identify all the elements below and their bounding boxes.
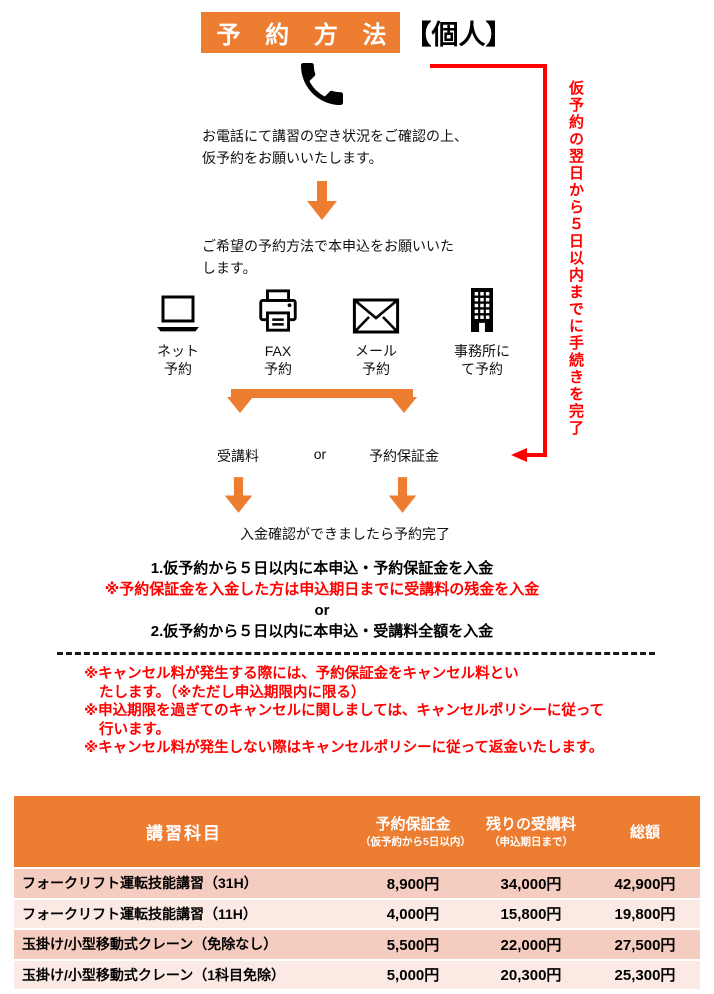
method-label-line2: 予約 bbox=[164, 361, 192, 378]
down-arrow-icon bbox=[304, 181, 340, 226]
table-row: フォークリフト運転技能講習（31H） 8,900円 34,000円 42,900… bbox=[14, 867, 700, 898]
method-label-line1: メール bbox=[355, 343, 397, 359]
deposit-cell: 4,000円 bbox=[386, 906, 440, 924]
table-row: フォークリフト運転技能講習（11H） 4,000円 15,800円 19,800… bbox=[14, 897, 700, 928]
payment-step-or: or bbox=[314, 602, 330, 619]
deposit-cell: 5,000円 bbox=[386, 967, 440, 985]
completion-text: 入金確認ができましたら予約完了 bbox=[240, 526, 450, 542]
remaining-cell: 34,000円 bbox=[500, 875, 562, 893]
deposit-header: 予約保証金 （仮予約から5日以内） bbox=[354, 796, 472, 867]
remaining-cell: 22,000円 bbox=[500, 936, 562, 954]
method-label-line1: FAX bbox=[264, 343, 292, 359]
pay-option-fee: 受講料 bbox=[217, 448, 259, 464]
total-header-label: 総額 bbox=[629, 824, 660, 841]
step2-text: ご希望の予約方法で本申込をお願いいた します。 bbox=[202, 236, 454, 279]
method-label-line1: 事務所に bbox=[454, 343, 510, 359]
step1-line1: お電話にて講習の空き状況をご確認の上、 bbox=[202, 128, 468, 144]
step2-line2: します。 bbox=[202, 259, 257, 276]
remaining-header-sub: （申込期日まで） bbox=[489, 836, 573, 849]
method-label: ネット 予約 bbox=[157, 342, 199, 378]
price-table: 講習科目 予約保証金 （仮予約から5日以内） 残りの受講料 （申込期日まで） 総… bbox=[14, 796, 700, 989]
method-label-line2: 予約 bbox=[362, 361, 390, 378]
method-mail: メール 予約 bbox=[321, 281, 431, 378]
course-header-label: 講習科目 bbox=[146, 824, 222, 843]
method-label-line1: ネット bbox=[157, 343, 199, 359]
table-row: 玉掛け/小型移動式クレーン（免除なし） 5,500円 22,000円 27,50… bbox=[14, 928, 700, 959]
course-cell: 玉掛け/小型移動式クレーン（1科目免除） bbox=[22, 966, 285, 983]
total-header: 総額 bbox=[590, 796, 700, 867]
remaining-header-label: 残りの受講料 bbox=[485, 816, 576, 834]
pay-option-or: or bbox=[313, 446, 327, 462]
deposit-header-label: 予約保証金 bbox=[375, 816, 451, 834]
payment-step-2: 2.仮予約から５日以内に本申込・受講料全額を入金 bbox=[150, 623, 494, 640]
step1-text: お電話にて講習の空き状況をご確認の上、 仮予約をお願いいたします。 bbox=[202, 126, 468, 169]
price-table-header: 講習科目 予約保証金 （仮予約から5日以内） 残りの受講料 （申込期日まで） 総… bbox=[14, 796, 700, 867]
method-office: 事務所に て予約 bbox=[427, 281, 537, 378]
method-label-line2: 予約 bbox=[264, 361, 292, 378]
remaining-cell: 20,300円 bbox=[500, 967, 562, 985]
course-cell: 玉掛け/小型移動式クレーン（免除なし） bbox=[22, 936, 278, 953]
method-label-line2: て予約 bbox=[461, 361, 503, 378]
payment-steps: 1.仮予約から５日以内に本申込・予約保証金を入金 ※予約保証金を入金した方は申込… bbox=[105, 558, 540, 642]
fax-icon bbox=[255, 281, 301, 335]
down-arrow-icon bbox=[386, 476, 419, 520]
total-cell: 25,300円 bbox=[614, 967, 676, 985]
phone-icon bbox=[294, 56, 350, 117]
remaining-cell: 15,800円 bbox=[500, 906, 562, 924]
deposit-cell: 8,900円 bbox=[386, 875, 440, 893]
cancel-policy-line: 行います。 bbox=[99, 721, 171, 738]
pay-option-deposit: 予約保証金 bbox=[369, 448, 439, 464]
page-title-suffix: 【個人】 bbox=[404, 20, 513, 50]
page-title-main: 予 約 方 法 bbox=[201, 12, 400, 53]
cancel-policy: ※キャンセル料が発生する際には、予約保証金をキャンセル料とい たします。（※ただ… bbox=[84, 665, 604, 758]
laptop-icon bbox=[154, 281, 202, 335]
deposit-header-sub: （仮予約から5日以内） bbox=[360, 836, 471, 849]
deadline-bracket-icon bbox=[425, 58, 565, 473]
deadline-note: 仮予約の翌日から５日以内までに手続きを完了 bbox=[567, 80, 584, 437]
payment-step-note: ※予約保証金を入金した方は申込期日までに受講料の残金を入金 bbox=[104, 581, 540, 598]
method-label: 事務所に て予約 bbox=[454, 342, 510, 378]
page-title: 予 約 方 法 【個人】 bbox=[0, 12, 714, 53]
branch-connector-icon bbox=[227, 389, 417, 419]
course-header: 講習科目 bbox=[14, 796, 354, 867]
course-cell: フォークリフト運転技能講習（11H） bbox=[22, 905, 257, 922]
method-net: ネット 予約 bbox=[123, 281, 233, 378]
method-fax: FAX 予約 bbox=[223, 281, 333, 378]
building-icon bbox=[460, 281, 504, 335]
dashed-divider bbox=[57, 652, 655, 655]
step1-line2: 仮予約をお願いいたします。 bbox=[202, 149, 383, 166]
course-cell: フォークリフト運転技能講習（31H） bbox=[22, 875, 258, 892]
step2-line1: ご希望の予約方法で本申込をお願いいた bbox=[202, 238, 454, 254]
total-cell: 19,800円 bbox=[614, 906, 676, 924]
remaining-header: 残りの受講料 （申込期日まで） bbox=[472, 796, 590, 867]
cancel-policy-line: たします。（※ただし申込期限内に限る） bbox=[99, 684, 366, 701]
table-row: 玉掛け/小型移動式クレーン（1科目免除） 5,000円 20,300円 25,3… bbox=[14, 958, 700, 989]
cancel-policy-line: ※キャンセル料が発生しない際はキャンセルポリシーに従って返金いたします。 bbox=[84, 740, 604, 757]
method-label: メール 予約 bbox=[355, 342, 397, 378]
cancel-policy-line: ※キャンセル料が発生する際には、予約保証金をキャンセル料とい bbox=[84, 666, 519, 682]
down-arrow-icon bbox=[222, 476, 255, 520]
mail-icon bbox=[352, 281, 400, 335]
payment-step-1: 1.仮予約から５日以内に本申込・予約保証金を入金 bbox=[150, 560, 494, 577]
total-cell: 27,500円 bbox=[614, 936, 676, 954]
method-label: FAX 予約 bbox=[264, 342, 292, 378]
deposit-cell: 5,500円 bbox=[386, 936, 440, 954]
cancel-policy-line: ※申込期限を過ぎてのキャンセルに関しましては、キャンセルポリシーに従って bbox=[84, 703, 605, 720]
total-cell: 42,900円 bbox=[614, 875, 676, 893]
